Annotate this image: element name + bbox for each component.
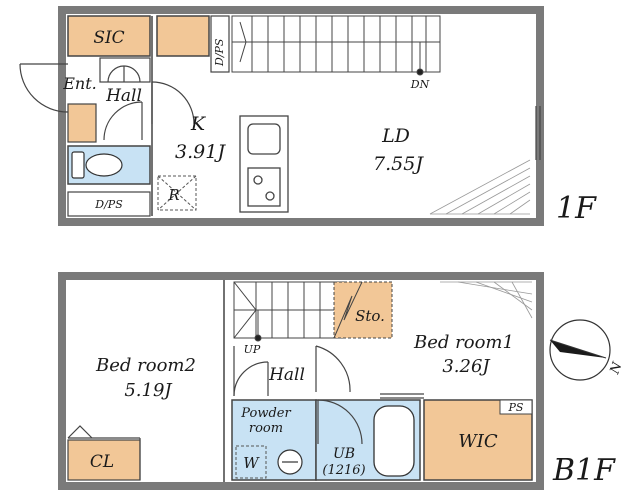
dps-top-label: D/PS xyxy=(213,38,226,67)
floor-1f: SIC D/PS DN Ent. xyxy=(19,6,597,226)
closet xyxy=(67,425,141,481)
window-1f xyxy=(535,106,541,160)
bed2-label: Bed room2 xyxy=(95,355,196,376)
ub-label: UB xyxy=(333,446,355,462)
entry-door[interactable] xyxy=(19,63,69,113)
hall-1f-label: Hall xyxy=(105,86,142,106)
stairs-1f xyxy=(231,15,441,76)
ld-label: LD xyxy=(381,125,410,147)
powder-label-2: room xyxy=(249,421,283,436)
dps-bottom-label: D/PS xyxy=(94,198,123,211)
bed2-size: 5.19J xyxy=(124,380,173,401)
k-size: 3.91J xyxy=(175,141,226,163)
washbasin-icon xyxy=(277,449,303,475)
w-label: W xyxy=(243,454,260,472)
up-label: UP xyxy=(244,343,261,356)
sic-room xyxy=(67,15,151,57)
hall-b1f-label: Hall xyxy=(268,365,305,385)
window-b1f xyxy=(380,393,424,399)
wic-label: WIC xyxy=(458,431,498,452)
sic-label: SIC xyxy=(93,28,124,48)
ps-label: PS xyxy=(508,401,524,414)
ld-hatch xyxy=(429,159,531,215)
bed1-size: 3.26J xyxy=(442,356,491,377)
b1f-hatch xyxy=(440,281,533,319)
bathtub-icon xyxy=(373,405,415,477)
compass-north-label: N xyxy=(607,360,626,377)
floor-b1f-label: B1F xyxy=(552,453,616,488)
compass-icon xyxy=(549,319,611,381)
sto-storage xyxy=(333,281,393,339)
ent-label: Ent. xyxy=(62,74,97,93)
dps-bottom xyxy=(67,191,151,217)
r-label: R xyxy=(167,186,179,204)
k-label: K xyxy=(190,113,207,135)
floor-1f-label: 1F xyxy=(556,191,597,226)
bed1-label: Bed room1 xyxy=(413,332,514,353)
dps-top xyxy=(210,15,230,73)
washer-icon xyxy=(235,445,267,479)
ub-door[interactable] xyxy=(317,399,363,445)
refrigerator xyxy=(157,175,197,211)
toilet-icon xyxy=(71,151,123,179)
dn-label: DN xyxy=(410,78,430,91)
powder-label-1: Powder xyxy=(240,406,291,421)
sto-label: Sto. xyxy=(355,307,385,325)
storage-1f-top xyxy=(156,15,210,57)
kitchen-counter xyxy=(239,115,289,213)
hall-b1f-doors[interactable] xyxy=(233,345,351,397)
floor-b1f: Bed room2 5.19J CL UP St xyxy=(58,272,616,490)
ld-size: 7.55J xyxy=(373,153,424,175)
ps-box xyxy=(499,399,533,415)
cl-label: CL xyxy=(90,452,114,472)
stairs-b1f xyxy=(233,281,345,342)
storage-1f-ent xyxy=(67,103,97,143)
stove-icon xyxy=(247,167,281,207)
sink-icon xyxy=(247,123,281,155)
ub-size: (1216) xyxy=(322,463,365,478)
